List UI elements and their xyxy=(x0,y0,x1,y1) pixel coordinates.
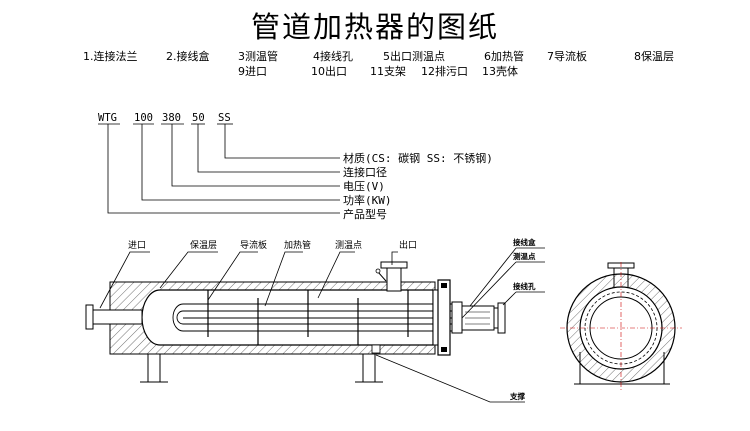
temp-point-nozzle xyxy=(377,271,387,282)
label-wiring-hole: 接线孔 xyxy=(513,281,536,291)
code-leader-lines xyxy=(107,124,340,214)
code-segment-voltage: 380 xyxy=(162,112,181,124)
outlet-flange xyxy=(380,261,408,269)
label-insulation: 保温层 xyxy=(190,239,217,251)
code-field-model: 产品型号 xyxy=(343,207,387,221)
legend-item-junction-box: 2.接线盒 xyxy=(166,50,210,63)
legend-item-flange: 1.连接法兰 xyxy=(83,50,138,63)
legend-item-insulation: 8保温层 xyxy=(634,50,674,63)
legend-item-inlet: 9进口 xyxy=(238,65,267,78)
baffle-plates xyxy=(207,290,409,345)
heater-side-view xyxy=(85,261,506,383)
legend-item-heater-tube: 6加热管 xyxy=(484,50,524,63)
model-code-diagram: WTG 100 380 50 SS 材质(CS: 碳钢 SS: 不锈钢) 连接口… xyxy=(98,112,493,221)
drawing-title: 管道加热器的图纸 xyxy=(250,10,499,44)
inlet-pipe xyxy=(91,309,143,325)
legend-item-shell: 13壳体 xyxy=(482,65,518,78)
end-view-centerlines xyxy=(560,262,682,392)
label-temp-point: 测温点 xyxy=(335,240,362,251)
wiring-hole xyxy=(497,302,506,334)
label-support: 支撑 xyxy=(509,391,525,401)
code-segment-type: WTG xyxy=(98,112,117,124)
legend-item-outlet: 10出口 xyxy=(311,65,347,78)
drain-port xyxy=(371,344,381,354)
label-heater-tube: 加热管 xyxy=(284,239,311,251)
code-field-caliber: 连接口径 xyxy=(343,166,387,179)
legend-item-drain: 12排污口 xyxy=(421,65,468,78)
legend-item-temp-tube: 3测温管 xyxy=(238,50,278,63)
label-outlet: 出口 xyxy=(399,239,417,251)
code-segment-power: 100 xyxy=(134,112,153,124)
code-field-power: 功率(KW) xyxy=(343,193,392,207)
label-inlet: 进口 xyxy=(128,240,146,251)
legend-item-bracket: 11支架 xyxy=(370,65,406,78)
label-baffle: 导流板 xyxy=(240,239,267,251)
outlet-pipe xyxy=(386,267,402,292)
heating-tubes xyxy=(172,303,462,332)
legend-item-wiring-hole: 4接线孔 xyxy=(313,50,353,63)
label-temp-probe: 测温点 xyxy=(513,251,536,261)
side-view-leaders xyxy=(99,247,545,403)
code-segment-size: 50 xyxy=(192,112,205,124)
legend-item-outlet-temp: 5出口测温点 xyxy=(383,50,445,63)
code-field-voltage: 电压(V) xyxy=(343,180,385,193)
supports xyxy=(140,354,383,383)
legend-item-baffle: 7导流板 xyxy=(547,50,587,63)
label-junction-box: 接线盒 xyxy=(513,237,536,247)
connection-flange xyxy=(437,279,451,356)
inlet-flange xyxy=(85,304,94,330)
shell-body xyxy=(141,289,434,346)
code-segment-material: SS xyxy=(218,112,231,124)
code-field-material: 材质(CS: 碳钢 SS: 不锈钢) xyxy=(343,151,493,165)
heater-end-view xyxy=(560,262,682,392)
